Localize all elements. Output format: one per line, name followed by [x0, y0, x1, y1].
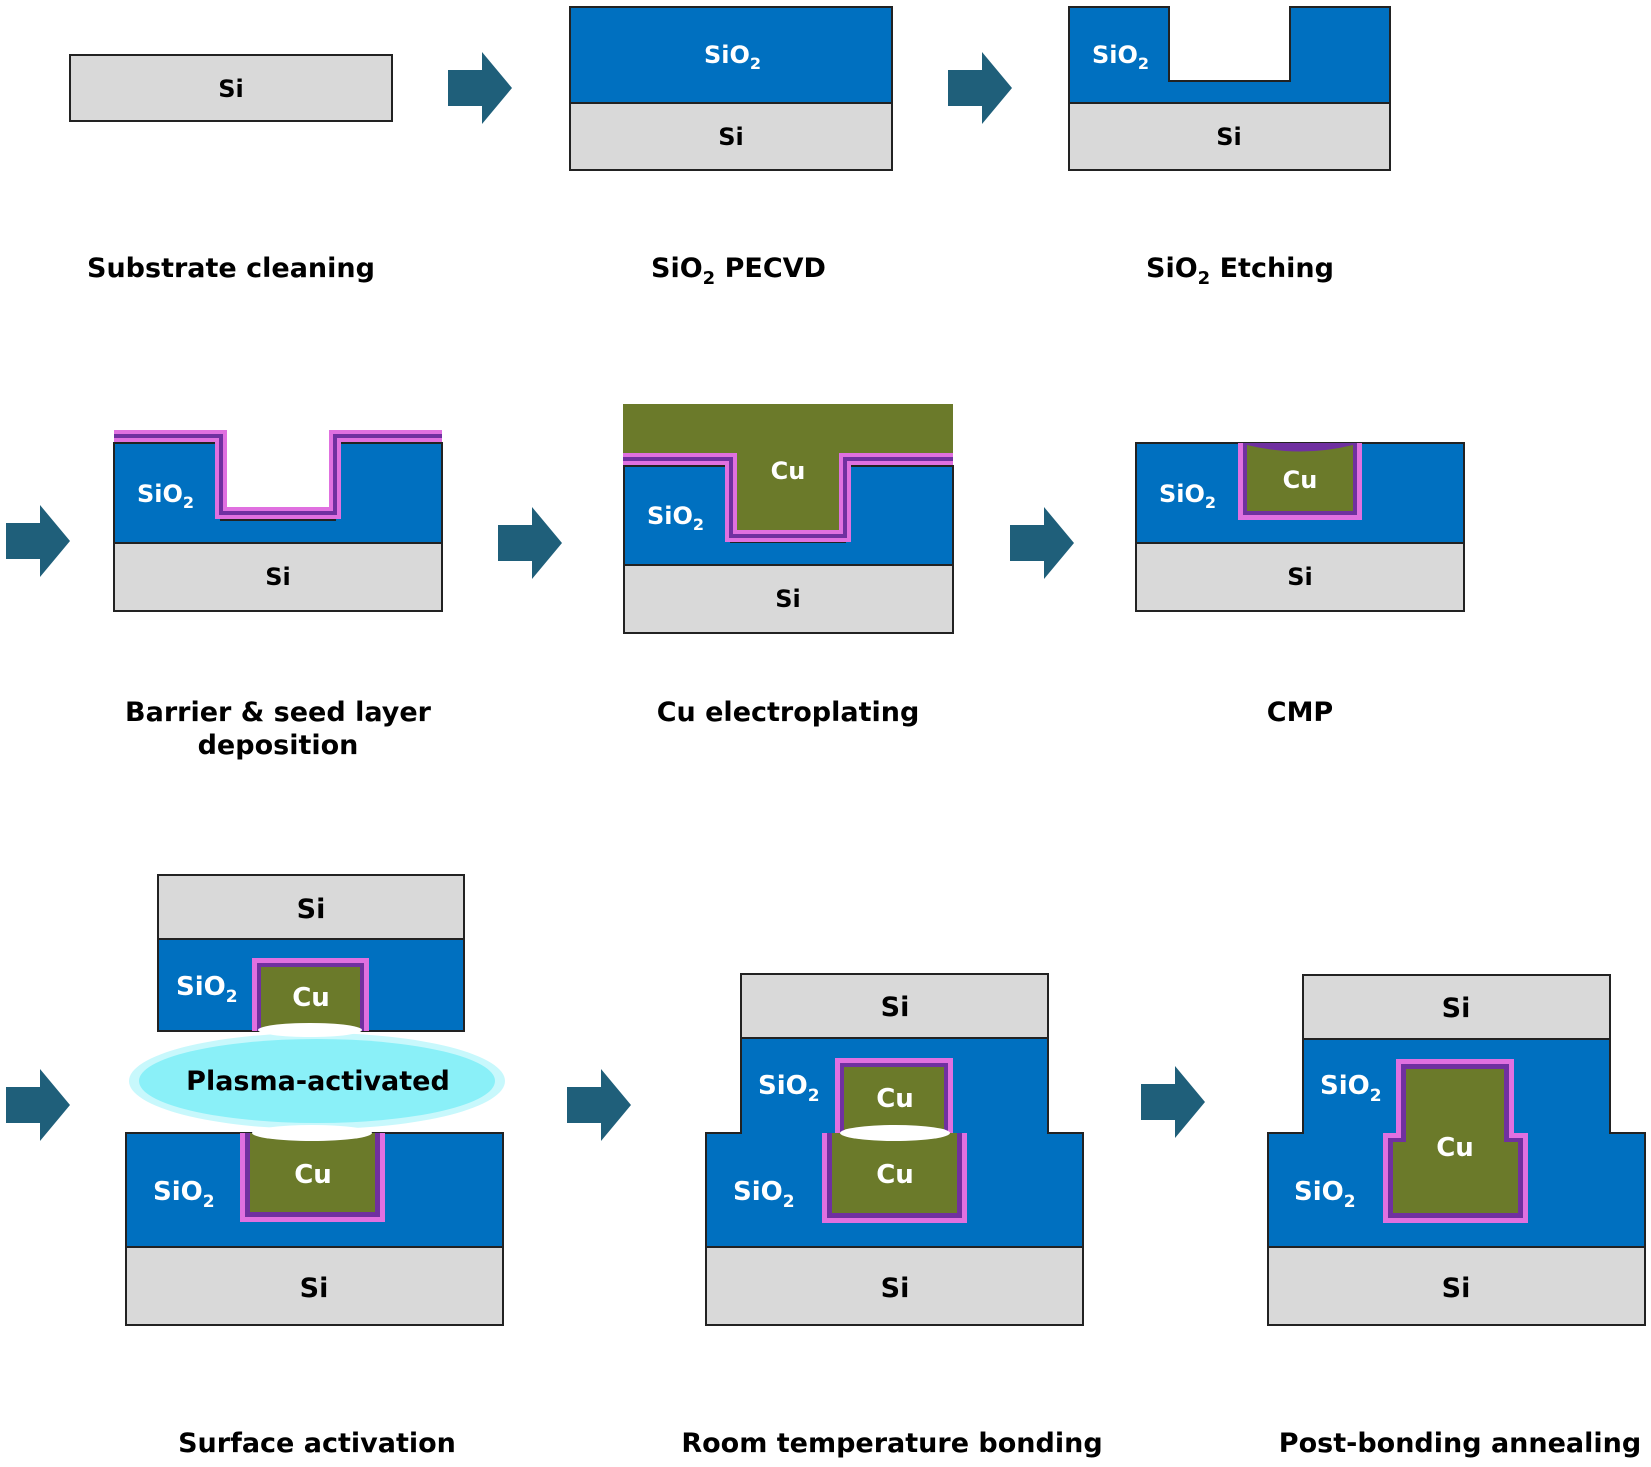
process-arrow: [1010, 507, 1074, 579]
top-sio2-label: SiO2: [758, 1071, 820, 1106]
bottom-si-layer: [125, 1246, 504, 1326]
top-cu-fill: [844, 1067, 944, 1133]
bottom-cu-fill: [832, 1133, 957, 1213]
top-si-layer: [157, 874, 465, 940]
step-caption: Surface activation: [178, 1428, 456, 1459]
cu-label: Cu: [1283, 466, 1318, 494]
step-caption-line2: deposition: [198, 730, 359, 761]
top-si-label: Si: [881, 992, 910, 1023]
bottom-sio2-label: SiO2: [733, 1177, 795, 1212]
step-sio2-pecvd: SiO2 Si SiO2 PECVD: [569, 6, 893, 289]
process-arrow: [6, 505, 70, 577]
step-caption: SiO2 Etching: [1146, 253, 1334, 289]
step-cu-electroplating: Cu SiO2 Si Cu electroplating: [623, 404, 954, 728]
seed-layer-inner: [114, 434, 442, 515]
merged-cu-fill: [1393, 1069, 1518, 1213]
plasma-edge-bottom: [252, 1125, 372, 1141]
sio2-label: SiO2: [704, 41, 761, 73]
si-layer: [1135, 542, 1465, 612]
cu-label: Cu: [771, 457, 806, 485]
si-label: Si: [218, 75, 244, 103]
top-sio2-label: SiO2: [1320, 1071, 1382, 1106]
step-caption: SiO2 PECVD: [651, 253, 826, 289]
bottom-si-label: Si: [300, 1273, 329, 1304]
step-barrier-seed-deposition: SiO2 Si Barrier & seed layer deposition: [113, 430, 443, 761]
si-label: Si: [718, 123, 744, 151]
step-surface-activation: Plasma-activated Si SiO2 Cu SiO2 Cu Si S…: [125, 874, 505, 1459]
sio2-label: SiO2: [1092, 41, 1149, 73]
si-label: Si: [265, 563, 291, 591]
process-arrow: [567, 1069, 631, 1141]
step-caption: Post-bonding annealing: [1279, 1428, 1641, 1459]
sio2-label: SiO2: [647, 502, 704, 534]
si-layer: [1068, 102, 1391, 171]
cu-label: Cu: [1436, 1133, 1474, 1163]
process-arrow: [1141, 1066, 1205, 1138]
process-arrow: [6, 1069, 70, 1141]
seed-layer-inner: [623, 457, 953, 538]
sio2-label: SiO2: [137, 480, 194, 512]
si-label: Si: [1216, 123, 1242, 151]
si-layer: [113, 542, 443, 612]
plasma-label: Plasma-activated: [186, 1066, 450, 1097]
step-substrate-cleaning: Si Substrate cleaning: [69, 54, 393, 284]
top-cu-label: Cu: [292, 983, 330, 1013]
bottom-si-label: Si: [881, 1273, 910, 1304]
top-sio2-label: SiO2: [176, 972, 238, 1007]
step-caption: CMP: [1267, 697, 1333, 728]
process-arrow: [948, 52, 1012, 124]
bottom-si-layer: [705, 1246, 1084, 1326]
plasma-cloud: [139, 1039, 495, 1123]
top-si-layer: [740, 973, 1049, 1039]
bottom-si-layer: [1267, 1246, 1646, 1326]
step-caption: Room temperature bonding: [681, 1428, 1102, 1459]
sio2-layer: [569, 6, 893, 104]
bottom-cu-label: Cu: [294, 1160, 332, 1190]
step-caption: Cu electroplating: [657, 697, 920, 728]
step-post-bonding-annealing: Si SiO2 Cu SiO2 Si Post-bonding annealin…: [1267, 974, 1646, 1459]
cu-fill-dished: [1247, 445, 1353, 511]
sio2-label: SiO2: [1159, 480, 1216, 512]
bottom-cu-label: Cu: [876, 1160, 914, 1190]
top-cu-fill: [261, 967, 360, 1031]
step-cmp: SiO2 Cu Si CMP: [1135, 442, 1465, 728]
bottom-si-label: Si: [1442, 1273, 1471, 1304]
step-caption: Substrate cleaning: [87, 253, 375, 284]
bottom-sio2-label: SiO2: [153, 1177, 215, 1212]
si-label: Si: [775, 585, 801, 613]
si-layer: [69, 54, 393, 122]
top-si-label: Si: [1442, 993, 1471, 1024]
plasma-edge-top: [258, 1023, 362, 1037]
top-si-label: Si: [297, 894, 326, 925]
top-si-layer: [1302, 974, 1611, 1040]
step-room-temperature-bonding: Si SiO2 Cu SiO2 Cu Si Room temperature b…: [681, 973, 1103, 1459]
process-arrow: [448, 52, 512, 124]
si-layer: [623, 564, 954, 634]
top-cu-label: Cu: [876, 1084, 914, 1114]
bottom-cu-fill: [250, 1133, 375, 1212]
bottom-sio2-label: SiO2: [1294, 1177, 1356, 1212]
cu-fill: [731, 458, 845, 535]
si-layer: [569, 102, 893, 171]
si-label: Si: [1287, 563, 1313, 591]
bond-void: [840, 1125, 950, 1141]
process-arrow: [498, 507, 562, 579]
step-caption-line1: Barrier & seed layer: [125, 697, 432, 728]
step-sio2-etching: SiO2 Si SiO2 Etching: [1068, 6, 1391, 289]
